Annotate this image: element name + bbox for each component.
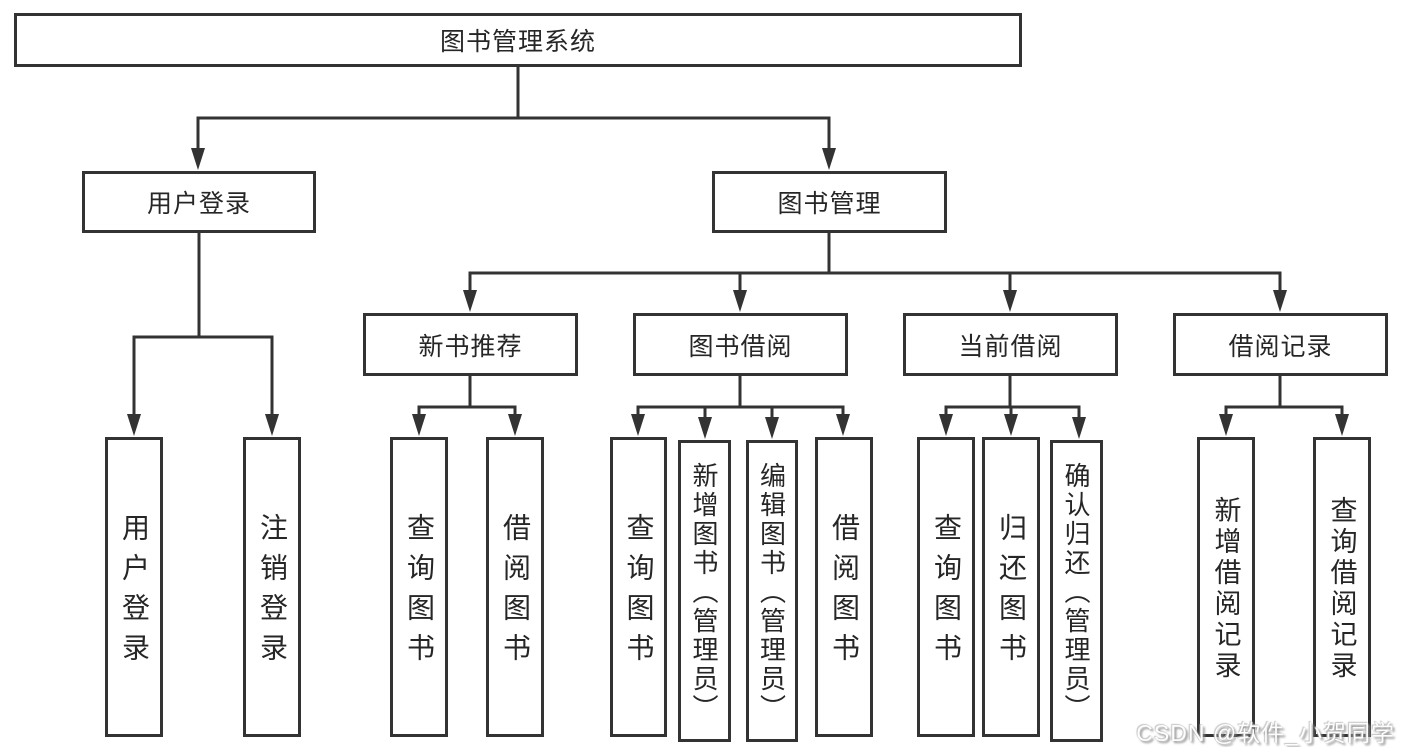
leaf-confirm-return-admin-label: 确认归还（管理员） xyxy=(1061,462,1091,723)
leaf-add-borrow-record: 新增借阅记录 xyxy=(1197,437,1255,737)
node-book-borrow-label: 图书借阅 xyxy=(688,332,793,361)
leaf-user-login-label: 用户登录 xyxy=(119,513,150,673)
watermark: CSDN @软件_小贺同学 xyxy=(1136,720,1395,746)
node-borrow-record: 借阅记录 xyxy=(1173,313,1388,376)
node-book-management: 图书管理 xyxy=(712,171,947,233)
leaf-query-borrow-record: 查询借阅记录 xyxy=(1313,437,1371,737)
node-user-login-label: 用户登录 xyxy=(146,190,251,218)
node-root-label: 图书管理系统 xyxy=(439,28,596,56)
node-new-book-recommend-label: 新书推荐 xyxy=(418,332,523,361)
leaf-query-borrow-record-label: 查询借阅记录 xyxy=(1326,496,1357,682)
leaf-add-borrow-record-label: 新增借阅记录 xyxy=(1210,496,1241,682)
node-user-login: 用户登录 xyxy=(82,171,316,233)
node-current-borrow: 当前借阅 xyxy=(903,313,1118,376)
leaf-query-books-1: 查询图书 xyxy=(390,437,448,737)
leaf-borrow-books-1-label: 借阅图书 xyxy=(500,513,531,673)
leaf-add-book-admin: 新增图书（管理员） xyxy=(678,440,731,742)
node-book-borrow: 图书借阅 xyxy=(633,313,848,376)
node-new-book-recommend: 新书推荐 xyxy=(363,313,578,376)
leaf-edit-book-admin-label: 编辑图书（管理员） xyxy=(756,462,787,723)
leaf-return-books: 归还图书 xyxy=(982,437,1040,737)
leaf-borrow-books-2: 借阅图书 xyxy=(815,437,873,737)
leaf-confirm-return-admin: 确认归还（管理员） xyxy=(1050,440,1103,742)
leaf-query-books-1-label: 查询图书 xyxy=(404,513,435,673)
leaf-add-book-admin-label: 新增图书（管理员） xyxy=(689,462,719,723)
leaf-user-login: 用户登录 xyxy=(105,437,163,737)
leaf-borrow-books-1: 借阅图书 xyxy=(486,437,544,737)
leaf-query-books-3: 查询图书 xyxy=(917,437,975,737)
leaf-edit-book-admin: 编辑图书（管理员） xyxy=(746,440,798,742)
leaf-query-books-2-label: 查询图书 xyxy=(623,513,655,673)
leaf-query-books-2: 查询图书 xyxy=(610,437,667,737)
leaf-logout: 注销登录 xyxy=(243,437,301,737)
node-root: 图书管理系统 xyxy=(14,13,1022,67)
leaf-borrow-books-2-label: 借阅图书 xyxy=(829,513,860,673)
node-current-borrow-label: 当前借阅 xyxy=(958,332,1063,361)
node-book-management-label: 图书管理 xyxy=(777,190,882,218)
leaf-query-books-3-label: 查询图书 xyxy=(931,513,962,673)
leaf-logout-label: 注销登录 xyxy=(257,513,288,673)
leaf-return-books-label: 归还图书 xyxy=(996,513,1027,673)
node-borrow-record-label: 借阅记录 xyxy=(1228,332,1333,361)
